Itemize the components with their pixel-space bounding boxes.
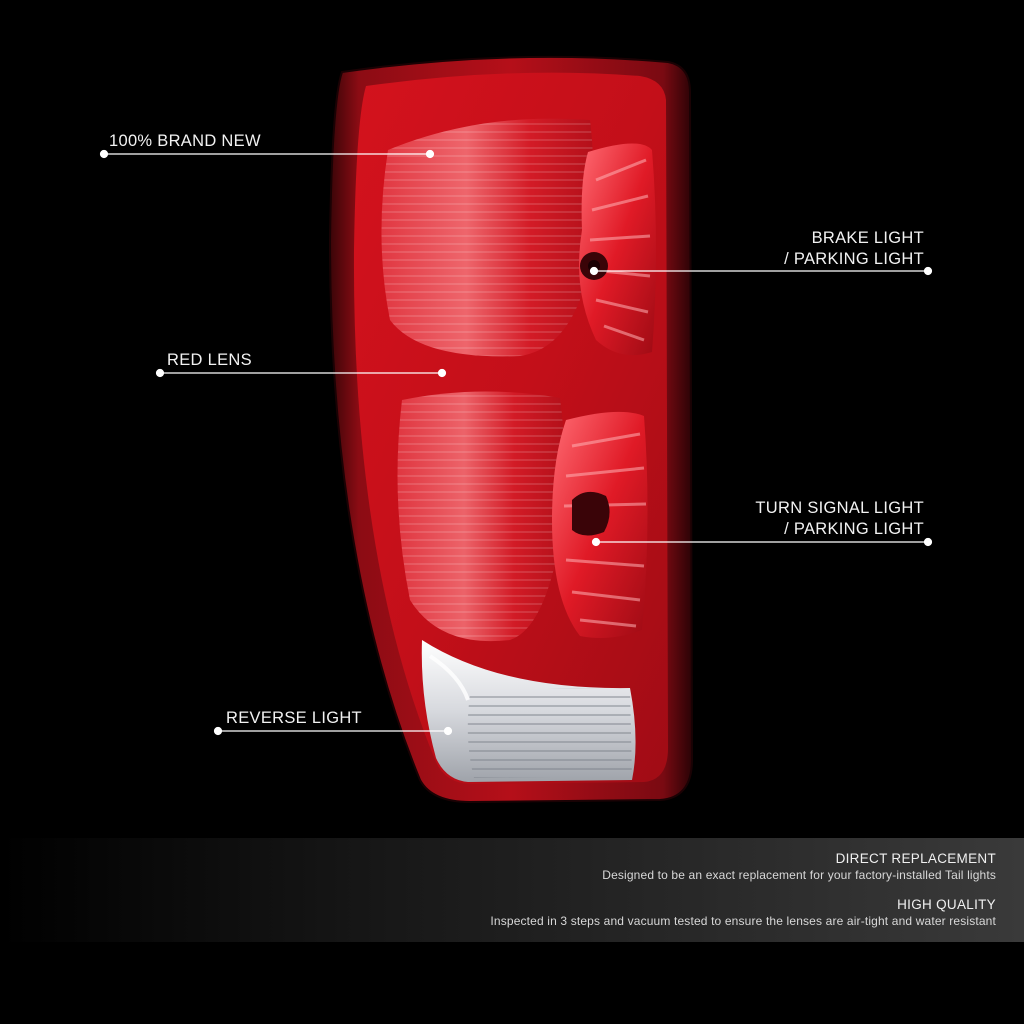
feature-title: DIRECT REPLACEMENT [835,851,996,866]
feature-info-band: DIRECT REPLACEMENT Designed to be an exa… [0,838,1024,942]
feature-title: HIGH QUALITY [897,897,996,912]
callout-reverse-light: REVERSE LIGHT [226,709,362,727]
callout-turn-line2: / PARKING LIGHT [784,520,924,538]
callout-brand-new: 100% BRAND NEW [109,132,261,150]
callout-red-lens: RED LENS [167,351,252,369]
feature-direct-replacement: DIRECT REPLACEMENT Designed to be an exa… [602,850,996,883]
callout-brake-line1: BRAKE LIGHT [811,229,924,247]
feature-description: Designed to be an exact replacement for … [602,868,996,882]
callout-brake-line2: / PARKING LIGHT [784,250,924,268]
callout-lines [99,149,933,736]
callout-brake-light: BRAKE LIGHT / PARKING LIGHT [784,228,924,270]
callout-turn-signal: TURN SIGNAL LIGHT / PARKING LIGHT [755,498,924,540]
callout-turn-line1: TURN SIGNAL LIGHT [755,499,924,517]
feature-description: Inspected in 3 steps and vacuum tested t… [490,914,996,928]
feature-high-quality: HIGH QUALITY Inspected in 3 steps and va… [490,896,996,929]
